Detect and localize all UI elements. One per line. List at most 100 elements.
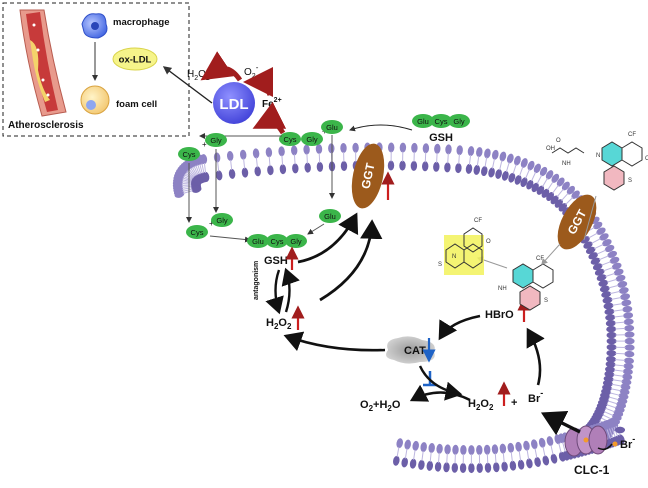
lipid-tail (608, 401, 618, 404)
lipid-tail (430, 452, 431, 462)
gsh-ext-label: GSH (429, 132, 453, 144)
lipid-tail (611, 298, 621, 300)
lipid-head (506, 153, 515, 164)
lipid-tail (605, 273, 615, 276)
lipid-tail (397, 447, 399, 457)
aa-cys-left: Cys (183, 150, 196, 159)
atherosclerosis-label: Atherosclerosis (8, 120, 84, 131)
lipid-tail (307, 154, 308, 164)
lipid-head (291, 145, 298, 155)
clc1-label: CLC-1 (574, 463, 610, 477)
lipid-head (422, 161, 429, 171)
aa-gly-top: Gly (306, 135, 318, 144)
lipid-tail (613, 380, 623, 382)
lipid-tail (532, 172, 536, 181)
aa-glu-ext: Glu (417, 117, 429, 126)
lipid-head (252, 148, 259, 159)
lipid-head (550, 453, 558, 464)
lipid-head (538, 437, 546, 448)
lipid-head (468, 463, 474, 473)
lipid-tail (231, 160, 232, 170)
artery-icon (20, 10, 66, 116)
aa-glu-mid: Glu (324, 212, 336, 221)
lipid-head (388, 160, 395, 170)
lipid-head (475, 147, 483, 158)
lipid-tail (495, 453, 496, 463)
lipid-head (215, 170, 223, 181)
h2o2-ros-label: H2O2 (187, 69, 210, 82)
lipid-tail (485, 157, 487, 167)
lipid-head (473, 164, 481, 175)
macrophage-label: macrophage (113, 17, 170, 28)
svg-text:NH: NH (562, 161, 571, 167)
aa-gly-left: Gly (210, 136, 222, 145)
lipid-head (428, 443, 435, 454)
aa-cys-bottom: Cys (191, 228, 204, 237)
lipid-head (546, 436, 554, 447)
atherosclerosis-inset: macrophage ox-LDL foam cell Atherosclero… (3, 3, 189, 136)
lipid-head (507, 442, 515, 453)
lipid-head (426, 461, 433, 472)
lipid-tail (506, 162, 509, 172)
lipid-head (624, 331, 634, 338)
lipid-head (480, 166, 488, 177)
lipid-tail (615, 365, 625, 366)
svg-text:O: O (556, 138, 561, 144)
lipid-head (254, 166, 261, 177)
lipid-tail (611, 389, 621, 391)
lipid-head (388, 142, 395, 152)
lipid-tail (182, 184, 192, 185)
lipid-head (491, 149, 499, 160)
lipid-head (460, 463, 467, 473)
lipid-head (411, 143, 418, 153)
lipid-head (606, 350, 616, 357)
lipid-head (423, 143, 430, 153)
lipid-tail (414, 450, 416, 460)
lipid-head (213, 152, 221, 163)
lipid-head (455, 163, 462, 173)
lipid-tail (559, 443, 561, 453)
lipid-tail (601, 262, 610, 266)
lipid-tail (615, 360, 625, 361)
lipid-tail (513, 164, 516, 174)
svg-text:N: N (452, 254, 456, 260)
aa-cys-int: Cys (271, 237, 284, 246)
lipid-tail (597, 250, 606, 254)
lipid-head (433, 162, 440, 172)
lipid-head (267, 165, 274, 175)
aa-gly-int: Gly (290, 237, 302, 246)
lipid-head (411, 161, 418, 171)
lipid-tail (448, 153, 449, 163)
lipid-tail (610, 291, 620, 293)
lipid-tail (609, 285, 619, 288)
lipid-head (542, 455, 550, 466)
lipid-head (607, 338, 617, 344)
lipid-head (525, 458, 533, 469)
lipid-head (499, 151, 508, 162)
lipid-tail (500, 160, 502, 170)
lipid-tail (537, 175, 542, 184)
aa-cys-ext: Cys (435, 117, 448, 126)
lipid-head (607, 344, 617, 351)
lipid-head (476, 463, 483, 473)
ldl-label: LDL (219, 96, 248, 113)
lipid-head (606, 320, 617, 327)
lipid-head (241, 167, 248, 178)
lipid-head (418, 460, 426, 471)
lipid-head (292, 163, 299, 173)
probe-structure-product: CF N S O (438, 218, 491, 275)
lipid-tail (244, 159, 245, 169)
lipid-head (513, 155, 522, 166)
lipid-tail (562, 193, 569, 200)
lipid-tail (459, 154, 460, 164)
lipid-tail (487, 454, 488, 464)
ggt-enzyme-top: GGT (346, 141, 389, 212)
lipid-head (467, 146, 474, 157)
antagonism-label: antagonism (253, 261, 260, 300)
svg-text:S: S (628, 178, 632, 184)
lipid-tail (294, 154, 295, 164)
lipid-tail (604, 268, 613, 271)
lipid-head (436, 444, 443, 455)
lipid-head (530, 439, 538, 450)
lipid-head (404, 439, 412, 450)
